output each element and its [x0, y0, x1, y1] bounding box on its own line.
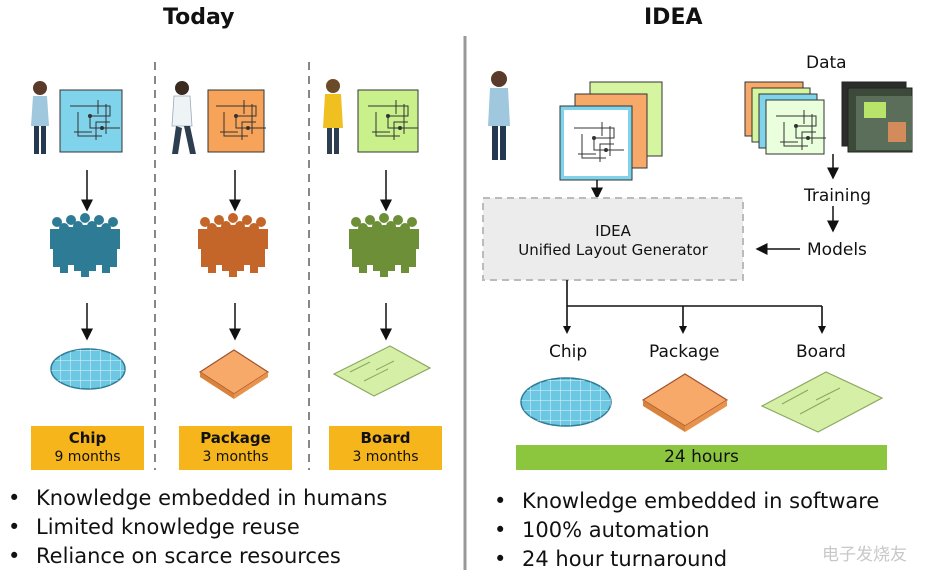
engineer-figure-3	[323, 79, 343, 154]
output-package-label: Package	[649, 342, 720, 362]
today-title: Today	[163, 5, 235, 30]
idea-bullet: 100% automation	[486, 518, 879, 547]
today-bullets: Knowledge embedded in humans Limited kno…	[0, 486, 387, 573]
package-label: Package	[200, 429, 271, 447]
board-label: Board	[360, 429, 411, 447]
idea-bullet: 24 hour turnaround	[486, 547, 879, 576]
board-duration: 3 months	[352, 449, 419, 465]
output-chip-label: Chip	[549, 342, 588, 362]
board-icon-idea	[760, 371, 884, 433]
today-bullet: Reliance on scarce resources	[0, 544, 387, 573]
generator-text: IDEA Unified Layout Generator	[483, 222, 743, 260]
engineer-figure-2	[171, 81, 196, 154]
package-icon-today	[198, 349, 270, 399]
package-duration-box: Package 3 months	[179, 426, 292, 470]
generator-title: IDEA	[595, 222, 631, 240]
generator-subtitle: Unified Layout Generator	[518, 241, 708, 259]
output-board-label: Board	[796, 342, 846, 362]
team-icon-chip	[50, 213, 120, 277]
schematic-chip-today	[59, 89, 123, 153]
idea-title: IDEA	[644, 5, 703, 30]
data-stack-icon	[744, 81, 913, 155]
chip-duration: 9 months	[54, 449, 121, 465]
team-icon-package	[198, 213, 268, 277]
package-icon-idea	[641, 373, 729, 432]
chip-label: Chip	[68, 429, 107, 447]
engineer-figure-1	[31, 81, 49, 154]
wafer-icon-today	[50, 348, 126, 390]
team-icon-board	[349, 213, 419, 277]
idea-bullet: Knowledge embedded in software	[486, 489, 879, 518]
idea-bullets: Knowledge embedded in software 100% auto…	[486, 489, 879, 576]
chip-duration-box: Chip 9 months	[31, 426, 144, 470]
watermark: 电子发烧友	[822, 545, 907, 565]
data-label: Data	[806, 53, 847, 73]
training-label: Training	[804, 186, 872, 206]
package-duration: 3 months	[202, 449, 269, 465]
schematic-stack-idea	[559, 81, 663, 181]
unified-generator-box	[482, 197, 744, 281]
board-icon-today	[332, 345, 432, 397]
turnaround-bar: 24 hours	[516, 445, 887, 470]
engineer-figure-idea	[488, 71, 510, 160]
wafer-icon-idea	[520, 377, 612, 427]
today-bullet: Limited knowledge reuse	[0, 515, 387, 544]
models-label: Models	[807, 240, 867, 260]
today-bullet: Knowledge embedded in humans	[0, 486, 387, 515]
board-duration-box: Board 3 months	[329, 426, 442, 470]
